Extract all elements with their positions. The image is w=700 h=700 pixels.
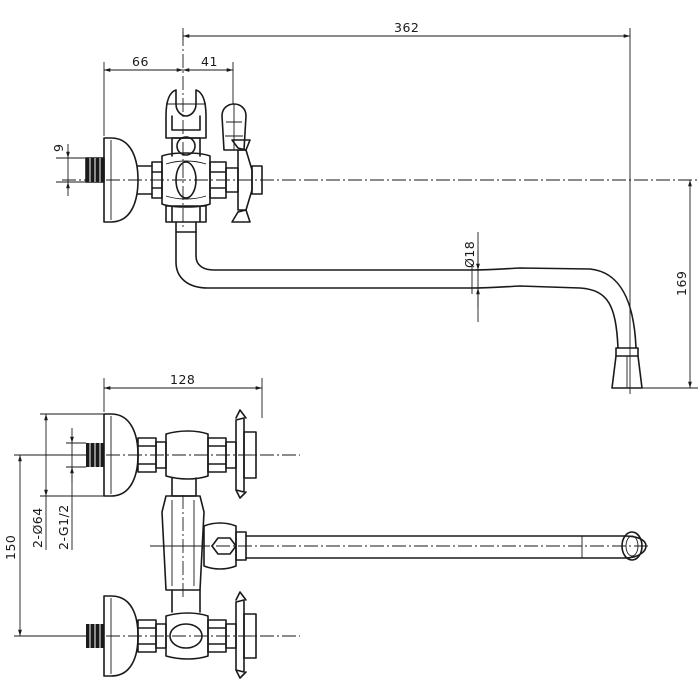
upper-body-front: [137, 430, 227, 480]
front-view: 128 150 2-Ø64 2-G1/2: [3, 372, 650, 679]
dim-pipe-diameter: Ø18: [462, 232, 480, 322]
nut-height-label: 9: [51, 144, 66, 152]
spout-height-label: 169: [674, 271, 689, 296]
upper-cross-handle[interactable]: [225, 409, 257, 499]
spout-front: [245, 531, 647, 561]
dim-spout-reach: 362: [182, 20, 631, 394]
pipe-diameter-label: Ø18: [462, 241, 477, 268]
handle-offset-label: 41: [201, 54, 218, 69]
dim-body-width: 128: [103, 372, 263, 418]
lower-body-front: [137, 589, 227, 660]
riser-front: [156, 477, 247, 591]
wall-flange: [103, 137, 139, 223]
body-width-label: 128: [170, 372, 195, 387]
spout-reach-label: 362: [394, 20, 419, 35]
left-offset-label: 66: [132, 54, 149, 69]
inlet-spacing-label: 150: [3, 535, 18, 560]
thread-label: 2-G1/2: [56, 504, 71, 550]
dim-flange-diameter: 2-Ø64: [30, 413, 104, 550]
side-view: 362 66 41 9 Ø18 169: [51, 20, 698, 394]
dim-inlet-spacing: 150: [3, 454, 86, 637]
flange-diameter-label: 2-Ø64: [30, 507, 45, 548]
right-body-nut: [209, 161, 227, 199]
dim-spout-height: 169: [640, 180, 698, 389]
lower-cross-handle[interactable]: [225, 591, 257, 679]
dim-nut-height: 9: [51, 144, 86, 196]
dim-left-offset: 66 41: [103, 54, 234, 136]
shower-holder: [165, 89, 207, 139]
dim-thread: 2-G1/2: [56, 428, 86, 550]
mixer-body-side: [161, 136, 211, 233]
spout-side: [175, 231, 643, 389]
cross-handle-side[interactable]: [225, 139, 263, 223]
